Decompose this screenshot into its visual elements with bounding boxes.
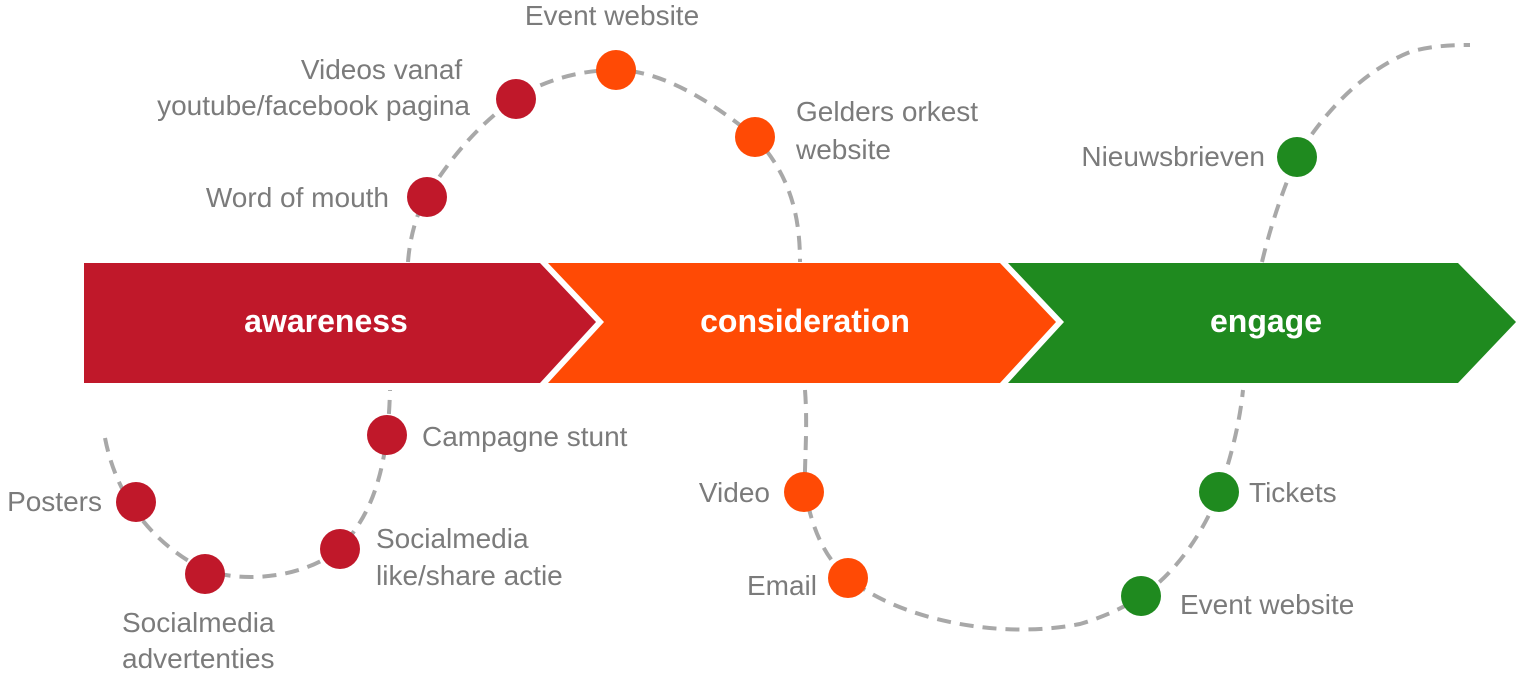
touchpoints-awareness: Videos vanaf youtube/facebook pagina Wor… [7, 54, 628, 674]
stage-label-engage: engage [1210, 303, 1322, 339]
touchpoint-dot-word-of-mouth [407, 177, 447, 217]
journey-path-consideration-lower [802, 389, 1143, 632]
touchpoint-dot-event-website [596, 50, 636, 90]
touchpoint-dot-video [784, 472, 824, 512]
touchpoint-label-videos: Videos vanaf youtube/facebook pagina [157, 54, 470, 121]
stage-arrows: awareness consideration engage [84, 263, 1516, 383]
touchpoint-label-event-website: Event website [525, 0, 699, 31]
stage-arrow-consideration [548, 263, 1056, 383]
touchpoint-dot-videos [496, 79, 536, 119]
touchpoint-label-email: Email [747, 570, 817, 601]
touchpoint-label-campagne-stunt: Campagne stunt [422, 421, 628, 452]
touchpoint-dot-nieuwsbrieven [1277, 137, 1317, 177]
touchpoint-label-video: Video [699, 477, 770, 508]
touchpoints-consideration: Event website Gelders orkest website Vid… [525, 0, 986, 601]
touchpoint-label-gelders-orkest: Gelders orkest website [795, 96, 986, 165]
stage-label-awareness: awareness [244, 303, 408, 339]
stage-arrow-awareness [84, 263, 596, 383]
touchpoint-label-nieuwsbrieven: Nieuwsbrieven [1081, 141, 1265, 172]
touchpoints-engage: Nieuwsbrieven Tickets Event website [1081, 137, 1354, 620]
touchpoint-dot-socialmedia-actie [320, 529, 360, 569]
touchpoint-dot-tickets [1199, 472, 1239, 512]
stage-arrow-engage [1008, 263, 1516, 383]
touchpoint-dot-email [828, 558, 868, 598]
touchpoint-label-socialmedia-advertenties: Socialmedia advertenties [122, 607, 282, 674]
touchpoint-dot-gelders-orkest [735, 117, 775, 157]
touchpoint-label-tickets: Tickets [1249, 477, 1337, 508]
touchpoint-label-event-website-engage: Event website [1180, 589, 1354, 620]
touchpoint-dot-posters [116, 482, 156, 522]
touchpoint-dot-event-website-engage [1121, 576, 1161, 616]
touchpoint-label-posters: Posters [7, 486, 102, 517]
touchpoint-dot-socialmedia-advertenties [185, 554, 225, 594]
touchpoint-label-socialmedia-actie: Socialmedia like/share actie [376, 523, 563, 591]
touchpoint-label-word-of-mouth: Word of mouth [206, 182, 389, 213]
touchpoint-dot-campagne-stunt [367, 415, 407, 455]
stage-label-consideration: consideration [700, 303, 910, 339]
journey-path-engage-upper [1260, 43, 1471, 263]
